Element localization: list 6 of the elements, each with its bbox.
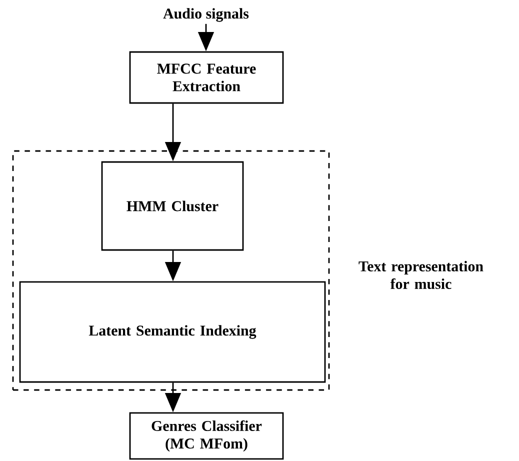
input-label: Audio signals <box>163 8 249 22</box>
process-box: HMM Cluster <box>101 161 244 251</box>
process-box: MFCC Feature Extraction <box>129 51 284 104</box>
process-box: Latent Semantic Indexing <box>19 281 326 383</box>
node-label: Text representation for music <box>358 260 484 290</box>
process-box: Genres Classifier (MC MFom) <box>129 412 284 460</box>
